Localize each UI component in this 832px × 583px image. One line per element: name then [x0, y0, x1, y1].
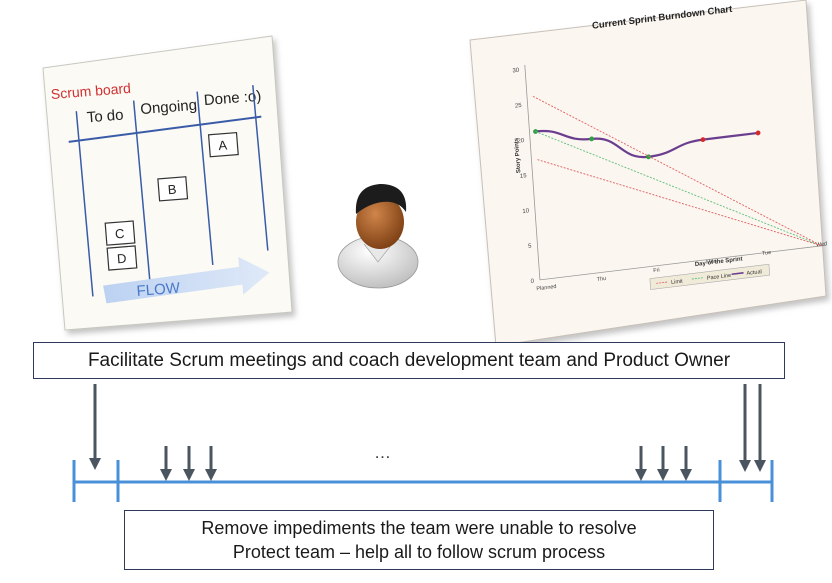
y-tick-label: 15: [520, 173, 528, 180]
actual-data-point: [755, 130, 761, 136]
board-divider-2: [196, 91, 214, 265]
legend-pace-line: Pace Line: [707, 273, 732, 282]
card-d: D: [106, 245, 138, 271]
chart-legend: Limit Pace Line Actual: [649, 263, 771, 290]
impediments-box: Remove impediments the team were unable …: [124, 510, 714, 570]
svg-text:B: B: [167, 182, 177, 198]
board-divider-right: [252, 85, 269, 251]
actual-data-point: [700, 137, 706, 143]
x-tick-label: Wed: [816, 241, 828, 248]
x-tick-label: Tue: [762, 250, 772, 257]
series-line-limit: [537, 159, 822, 247]
card-b: B: [157, 176, 189, 202]
svg-text:C: C: [114, 226, 125, 242]
board-divider-1: [132, 100, 151, 280]
chart-ylabel: Story Points: [514, 137, 522, 174]
series-line-limit: [532, 95, 822, 247]
chart-y-ticks: 0 5 10 15 20 25 30: [512, 68, 535, 285]
timeline-ellipsis: …: [374, 443, 391, 462]
column-header-todo: To do: [86, 106, 124, 126]
y-tick-label: 30: [512, 68, 520, 75]
y-tick-label: 10: [522, 208, 530, 215]
scrum-board-title: Scrum board: [50, 80, 131, 102]
legend-actual: Actual: [746, 269, 762, 277]
scrum-board-content: Scrum board To do Ongoing Done :o) A B C…: [50, 80, 270, 304]
facilitate-text: Facilitate Scrum meetings and coach deve…: [87, 350, 731, 371]
svg-text:A: A: [218, 137, 228, 153]
flow-arrow: FLOW: [103, 256, 270, 304]
x-tick-label: Planned: [536, 284, 556, 292]
x-tick-label: Mon: [706, 258, 717, 265]
column-header-ongoing: Ongoing: [140, 97, 198, 118]
legend-limit: Limit: [671, 279, 683, 286]
scrum-master-avatar-icon: [337, 184, 419, 289]
actual-data-point: [646, 154, 651, 160]
facilitate-box: Facilitate Scrum meetings and coach deve…: [33, 342, 785, 379]
chart-xlabel: Day of the Sprint: [695, 256, 743, 268]
impediments-text: Remove impediments the team were unable …: [201, 518, 637, 538]
y-tick-label: 0: [531, 279, 535, 285]
flow-label: FLOW: [136, 280, 181, 300]
card-c: C: [104, 220, 136, 246]
arrows: [89, 384, 766, 481]
chart-y-axis: [524, 64, 541, 280]
board-divider-left: [75, 111, 94, 297]
protect-team-text: Protect team – help all to follow scrum …: [232, 542, 606, 562]
chart-series: [532, 95, 822, 247]
x-tick-label: Thu: [597, 276, 607, 283]
card-a: A: [207, 131, 239, 158]
actual-data-point: [533, 129, 538, 134]
board-header-line: [68, 115, 262, 143]
series-line-pace-line: [535, 131, 822, 247]
x-tick-label: Fri: [653, 267, 660, 274]
actual-data-point: [589, 136, 595, 142]
y-tick-label: 5: [528, 243, 532, 249]
timeline: …: [72, 443, 774, 502]
y-tick-label: 25: [515, 103, 523, 110]
column-header-done: Done :o): [203, 88, 262, 109]
svg-text:D: D: [116, 251, 127, 267]
chart-x-axis: [539, 244, 826, 281]
y-tick-label: 20: [517, 138, 525, 145]
chart-x-ticks: Planned Thu Fri Mon Tue Wed: [536, 241, 828, 292]
burndown-chart-panel: [469, 0, 827, 347]
